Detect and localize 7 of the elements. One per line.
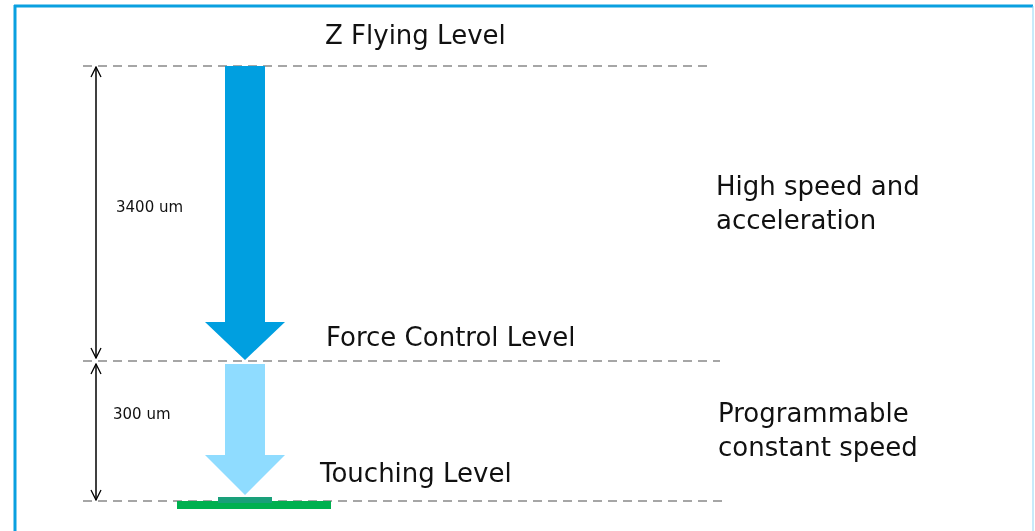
level-label: Z Flying Level <box>325 20 506 52</box>
phase-description: Programmable constant speed <box>718 397 919 464</box>
level-label: Force Control Level <box>326 322 576 354</box>
dimension-label: 3400 um <box>116 198 184 216</box>
phase-description: High speed and acceleration <box>716 170 921 237</box>
level-label: Touching Level <box>320 458 512 490</box>
dimension-label: 300 um <box>113 405 171 423</box>
